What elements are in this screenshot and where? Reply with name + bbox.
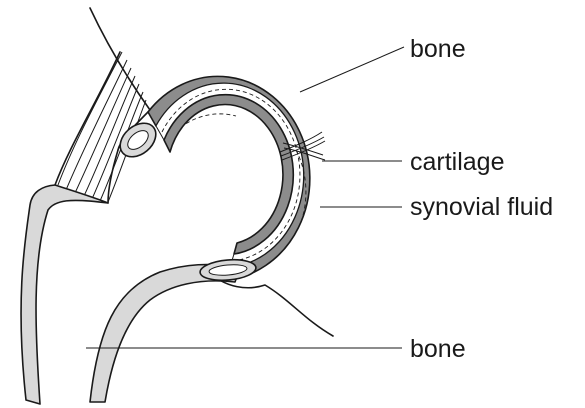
inner-cartilage xyxy=(164,95,293,254)
label-bone-top: bone xyxy=(410,35,466,63)
label-cartilage: cartilage xyxy=(410,148,505,176)
femur-neck xyxy=(90,265,240,402)
pelvic-bone xyxy=(55,8,150,203)
label-synovial-fluid: synovial fluid xyxy=(410,193,553,221)
lower-labrum xyxy=(199,258,257,283)
label-bone-bottom: bone xyxy=(410,335,466,363)
leader-bone-top xyxy=(300,47,404,92)
